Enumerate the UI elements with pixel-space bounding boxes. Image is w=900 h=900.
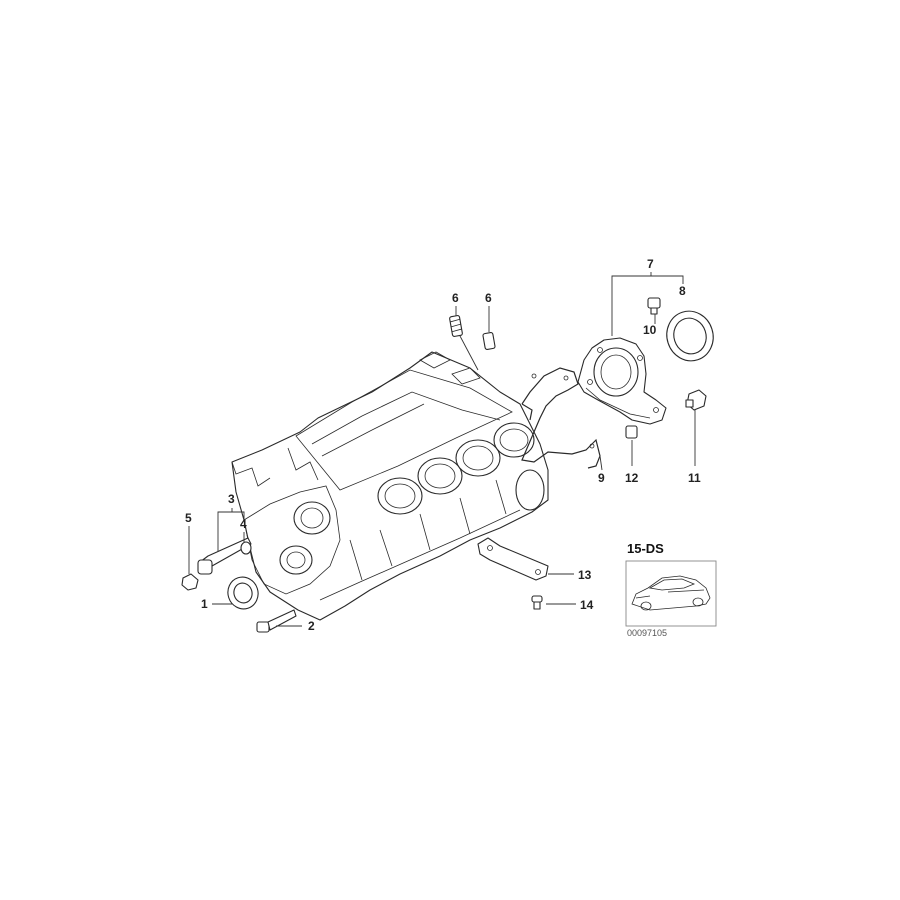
rear-seal-housing — [577, 337, 667, 425]
bracket-13 — [477, 537, 549, 581]
callout-6-right: 6 — [485, 291, 492, 305]
nut-5 — [181, 573, 199, 591]
rear-shaft-seal — [666, 310, 714, 362]
callout-14: 14 — [580, 598, 594, 612]
bolt-10 — [647, 297, 661, 315]
callout-7: 7 — [647, 257, 654, 271]
callout-8: 8 — [679, 284, 686, 298]
callout-2: 2 — [308, 619, 315, 633]
callout-9: 9 — [598, 471, 605, 485]
dowel-pin-right — [482, 332, 496, 350]
bolt-3 — [197, 537, 252, 575]
callout-13: 13 — [578, 568, 592, 582]
callout-11: 11 — [688, 471, 701, 485]
dowel-pin-left — [449, 315, 463, 337]
front-shaft-seal — [227, 576, 259, 610]
callout-5: 5 — [185, 511, 192, 525]
callout-12: 12 — [625, 471, 639, 485]
reference-thumbnail-frame — [625, 560, 717, 627]
callouts: 1 2 3 4 5 6 6 7 8 9 10 11 12 13 14 — [185, 257, 701, 633]
image-code: 00097105 — [627, 628, 667, 638]
car-thumbnail — [631, 575, 711, 611]
callout-6-left: 6 — [452, 291, 459, 305]
callout-4: 4 — [240, 517, 247, 531]
washer-4 — [240, 541, 252, 555]
bolt-11 — [685, 389, 707, 411]
engine-block — [231, 351, 549, 621]
callout-1: 1 — [201, 597, 208, 611]
callout-3: 3 — [228, 492, 235, 506]
reference-title: 15-DS — [627, 541, 664, 556]
leader-lines — [188, 272, 696, 627]
cylinder-bores — [377, 422, 545, 515]
screw-14 — [531, 595, 543, 610]
bolt-2 — [256, 609, 297, 633]
callout-10: 10 — [643, 323, 657, 337]
reference-panel: 15-DS 00097105 — [625, 541, 717, 638]
dowel-sleeve-12 — [625, 425, 638, 439]
rear-cover-gasket — [521, 367, 601, 469]
